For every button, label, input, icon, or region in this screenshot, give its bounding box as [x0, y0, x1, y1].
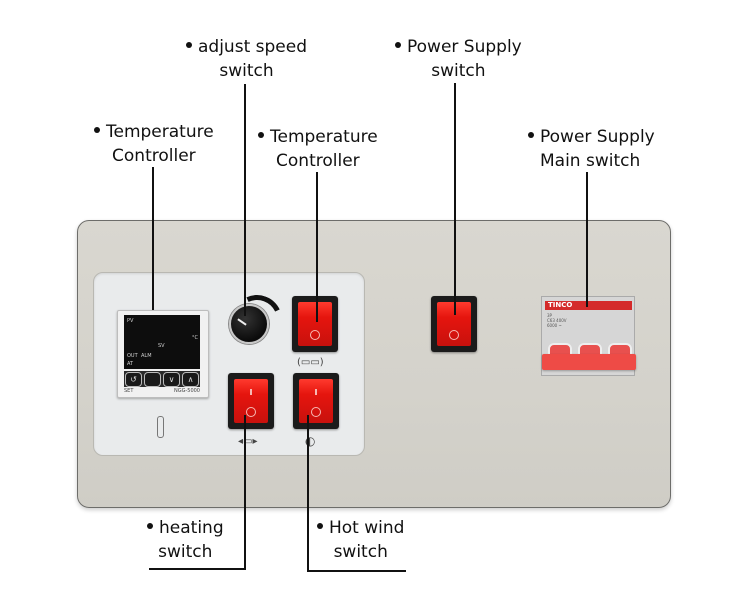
down-button[interactable]: ∨ — [163, 371, 180, 387]
leader-line — [307, 570, 406, 572]
sv-label: SV — [158, 343, 165, 349]
adjust-speed-knob[interactable] — [229, 304, 269, 344]
bullet-icon — [528, 132, 534, 138]
bullet-icon — [94, 127, 100, 133]
mode-button[interactable]: ↺ — [125, 371, 142, 387]
label-line: Power Supply — [407, 37, 522, 57]
leader-line — [307, 415, 309, 572]
bullet-icon — [147, 523, 153, 529]
unit-label: °C — [192, 335, 198, 341]
breaker-spec: C63 400V — [547, 318, 567, 323]
bullet-icon — [186, 42, 192, 48]
breaker-specs: 3P C63 400V 6000 ~ — [547, 313, 567, 328]
off-symbol-icon — [310, 330, 320, 340]
label-line: Controller — [112, 146, 196, 166]
at-label: AT — [127, 361, 134, 367]
heating-switch[interactable] — [228, 373, 274, 429]
label-line: Power Supply — [540, 127, 655, 147]
fan-cylinder-icon: ◐ — [305, 434, 316, 448]
off-symbol-icon — [246, 407, 256, 417]
heater-symbol-icon: (▭▭) — [297, 357, 324, 368]
off-symbol-icon — [311, 407, 321, 417]
controller-buttons: ↺ ∨ ∧ — [124, 371, 200, 387]
label-power-supply: Power Supply switch — [395, 35, 522, 83]
label-temperature-controller-1: Temperature Controller — [94, 120, 214, 168]
blank-button[interactable] — [144, 371, 161, 387]
leader-line — [152, 167, 154, 310]
temperature-display: PV SV °C OUT ALM AT — [124, 315, 200, 369]
label-line: switch — [158, 542, 213, 562]
heating-element-icon: ◂▭▸ — [238, 436, 258, 447]
up-button[interactable]: ∧ — [182, 371, 199, 387]
leader-line — [244, 415, 246, 569]
label-hot-wind: Hot wind switch — [317, 516, 404, 564]
bullet-icon — [395, 42, 401, 48]
label-line: switch — [431, 61, 486, 81]
leader-line — [316, 172, 318, 322]
label-line: Temperature — [270, 127, 378, 147]
leader-line — [244, 84, 246, 316]
label-line: Main switch — [540, 151, 641, 171]
label-line: Hot wind — [329, 518, 405, 538]
leader-line — [454, 83, 456, 315]
pv-label: PV — [127, 318, 134, 324]
label-adjust-speed: adjust speed switch — [186, 35, 307, 83]
on-symbol-icon — [315, 389, 317, 395]
temperature-controller-switch[interactable] — [292, 296, 338, 352]
leader-line — [149, 568, 246, 570]
on-symbol-icon — [250, 389, 252, 395]
label-line: heating — [159, 518, 224, 538]
label-heating: heating switch — [147, 516, 224, 564]
label-line: adjust speed — [198, 37, 307, 57]
out-label: OUT — [127, 353, 138, 359]
label-line: switch — [333, 542, 388, 562]
hot-wind-switch[interactable] — [293, 373, 339, 429]
bullet-icon — [317, 523, 323, 529]
breaker-handle[interactable] — [542, 354, 636, 370]
breaker-spec: 6000 ~ — [547, 323, 562, 328]
bullet-icon — [258, 132, 264, 138]
model-label: NGG-5000 — [173, 388, 200, 394]
label-line: Temperature — [106, 122, 214, 142]
label-temperature-controller-2: Temperature Controller — [258, 125, 378, 173]
main-circuit-breaker[interactable]: TINCO 3P C63 400V 6000 ~ — [541, 296, 636, 376]
label-line: switch — [219, 61, 274, 81]
set-label: SET — [124, 388, 134, 394]
breaker-spec: 3P — [547, 313, 552, 318]
leader-line — [586, 172, 588, 307]
label-power-main: Power Supply Main switch — [528, 125, 655, 173]
alm-label: ALM — [141, 353, 152, 359]
breaker-brand: TINCO — [545, 301, 632, 310]
controller-footer: SET NGG-5000 — [124, 388, 200, 394]
off-symbol-icon — [449, 330, 459, 340]
label-line: Controller — [276, 151, 360, 171]
knob-indicator — [237, 318, 247, 326]
thermometer-icon — [157, 416, 164, 438]
temperature-controller[interactable]: PV SV °C OUT ALM AT ↺ ∨ ∧ SET NGG-5000 — [117, 310, 209, 398]
